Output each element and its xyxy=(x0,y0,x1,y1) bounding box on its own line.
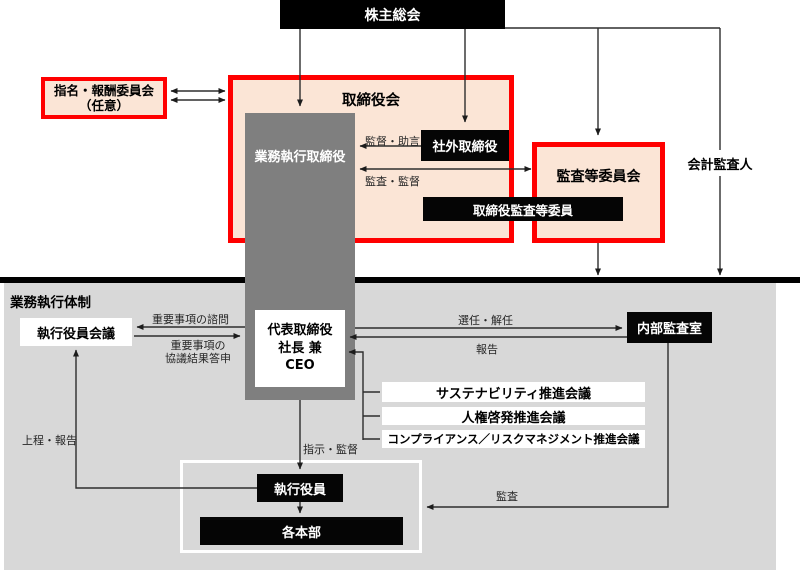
sustainability-council-label: サステナビリティ推進会議 xyxy=(436,386,591,402)
divisions-box: 各本部 xyxy=(200,517,403,545)
consult-result-line2: 協議結果答申 xyxy=(165,351,231,365)
nomination-remuneration-committee-box: 指名・報酬委員会 （任意） xyxy=(41,77,167,119)
consult-result-label: 重要事項の 協議結果答申 xyxy=(160,339,236,365)
audit-committee-box: 監査等委員会 xyxy=(532,142,665,243)
report-label: 報告 xyxy=(476,343,498,356)
compliance-risk-council-label: コンプライアンス／リスクマネジメント推進会議 xyxy=(387,432,640,446)
outside-directors-box: 社外取締役 xyxy=(421,130,509,161)
audit-label: 監査 xyxy=(496,490,518,503)
execution-structure-title: 業務執行体制 xyxy=(10,295,91,311)
instruction-supervision-label: 指示・監督 xyxy=(303,443,358,456)
ceo-label-line2: 社長 兼 xyxy=(278,340,322,356)
human-rights-council-label: 人権啓発推進会議 xyxy=(461,410,566,426)
appointment-dismissal-label: 選任・解任 xyxy=(458,314,513,327)
nomination-committee-optional-label: （任意） xyxy=(78,98,129,113)
human-rights-council-box: 人権啓発推進会議 xyxy=(382,407,645,426)
audit-supervision-label: 監査・監督 xyxy=(365,175,420,188)
divisions-label: 各本部 xyxy=(281,525,321,541)
compliance-risk-council-box: コンプライアンス／リスクマネジメント推進会議 xyxy=(382,430,645,448)
internal-audit-office-box: 内部監査室 xyxy=(627,312,712,343)
audit-committee-title: 監査等委員会 xyxy=(556,169,641,185)
sustainability-council-box: サステナビリティ推進会議 xyxy=(382,382,645,402)
shareholders-meeting-label: 株主総会 xyxy=(364,7,421,24)
executive-officers-meeting-box: 執行役員会議 xyxy=(20,318,132,346)
audit-committee-members-label: 取締役監査等委員 xyxy=(472,202,573,218)
ceo-label-line1: 代表取締役 xyxy=(267,323,333,339)
audit-committee-members-box: 取締役監査等委員 xyxy=(423,197,623,221)
executive-officers-box: 執行役員 xyxy=(257,474,343,502)
executive-officers-meeting-label: 執行役員会議 xyxy=(36,326,115,342)
executive-directors-label: 業務執行取締役 xyxy=(254,150,346,165)
executive-officers-label: 執行役員 xyxy=(273,482,326,498)
supervision-advice-label: 監督・助言 xyxy=(365,135,420,148)
accounting-auditor-label: 会計監査人 xyxy=(687,157,753,173)
consult-result-line1: 重要事項の xyxy=(170,339,226,352)
shareholders-meeting-bar: 株主総会 xyxy=(280,0,505,29)
nomination-committee-label: 指名・報酬委員会 xyxy=(53,83,154,98)
submission-report-label: 上程・報告 xyxy=(22,434,77,447)
outside-directors-label: 社外取締役 xyxy=(432,140,498,155)
ceo-box: 代表取締役 社長 兼 CEO xyxy=(255,310,345,387)
execution-group-outline xyxy=(180,460,422,553)
ceo-label-line3: CEO xyxy=(285,358,315,374)
internal-audit-office-label: 内部監査室 xyxy=(636,322,702,337)
consultation-label: 重要事項の諮問 xyxy=(152,313,229,326)
section-divider xyxy=(0,277,800,283)
board-of-directors-title: 取締役会 xyxy=(342,93,400,109)
